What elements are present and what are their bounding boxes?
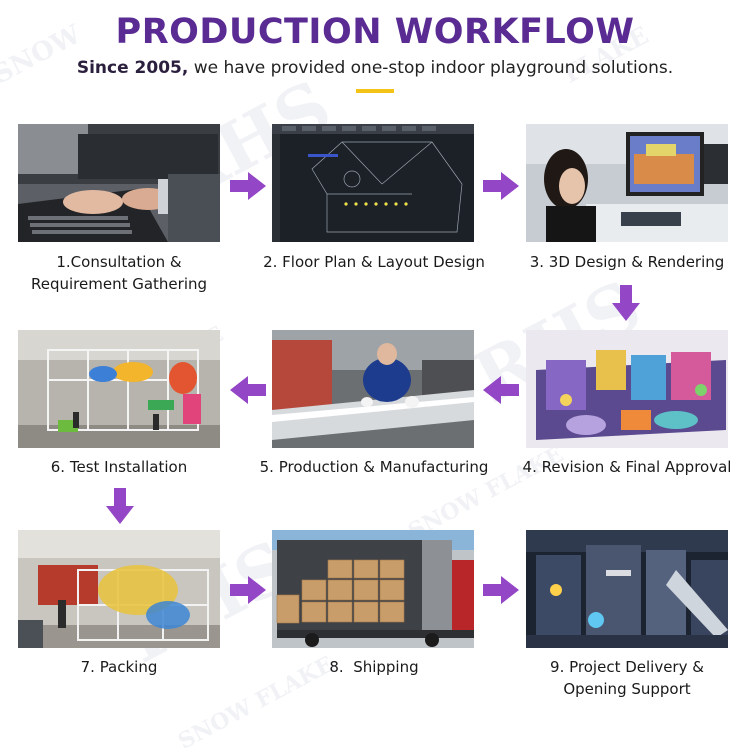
step-2-label: 2. Floor Plan & Layout Design — [263, 253, 485, 271]
step-4-label: 4. Revision & Final Approval — [522, 458, 732, 476]
step-4-caption: 4. Revision & Final Approval — [502, 456, 750, 478]
step-8-caption: 8. Shipping — [249, 656, 499, 678]
arrow-down-icon — [612, 285, 640, 321]
arrow-left-icon — [230, 376, 266, 404]
project-delivery-photo — [526, 530, 728, 648]
packing-photo — [18, 530, 220, 648]
arrow-right-icon — [230, 576, 266, 604]
subtitle-text: we have provided one-stop indoor playgro… — [188, 58, 674, 78]
revision-photo — [526, 330, 728, 448]
step-9-label-line1: 9. Project Delivery & — [550, 658, 704, 676]
production-photo — [272, 330, 474, 448]
subtitle-since: Since 2005, — [76, 58, 189, 78]
step-7-label: 7. Packing — [80, 658, 158, 676]
step-5-label: 5. Production & Manufacturing — [259, 458, 489, 476]
step-8-label: 8. Shipping — [329, 658, 419, 676]
test-installation-photo — [18, 330, 220, 448]
step-2-caption: 2. Floor Plan & Layout Design — [249, 251, 499, 273]
step-5-caption: 5. Production & Manufacturing — [249, 456, 499, 478]
consultation-photo — [18, 124, 220, 242]
step-1-label-line1: 1.Consultation & — [56, 253, 182, 271]
arrow-down-icon — [106, 488, 134, 524]
floor-plan-photo — [272, 124, 474, 242]
arrow-right-icon — [483, 172, 519, 200]
page-title: PRODUCTION WORKFLOW — [115, 12, 635, 52]
shipping-photo — [272, 530, 474, 648]
step-9-caption: 9. Project Delivery & Opening Support — [502, 656, 750, 700]
3d-design-photo — [526, 124, 728, 242]
step-9-label-line2: Opening Support — [563, 680, 691, 698]
step-1-label-line2: Requirement Gathering — [30, 275, 208, 293]
step-6-caption: 6. Test Installation — [0, 456, 244, 478]
step-1-caption: 1.Consultation & Requirement Gathering — [0, 251, 244, 295]
arrow-right-icon — [230, 172, 266, 200]
step-3-caption: 3. 3D Design & Rendering — [502, 251, 750, 273]
page-subtitle: Since 2005, we have provided one-stop in… — [0, 58, 750, 78]
arrow-right-icon — [483, 576, 519, 604]
arrow-left-icon — [483, 376, 519, 404]
step-3-label: 3. 3D Design & Rendering — [529, 253, 725, 271]
step-7-caption: 7. Packing — [0, 656, 244, 678]
title-accent-line — [356, 89, 394, 93]
step-6-label: 6. Test Installation — [50, 458, 188, 476]
